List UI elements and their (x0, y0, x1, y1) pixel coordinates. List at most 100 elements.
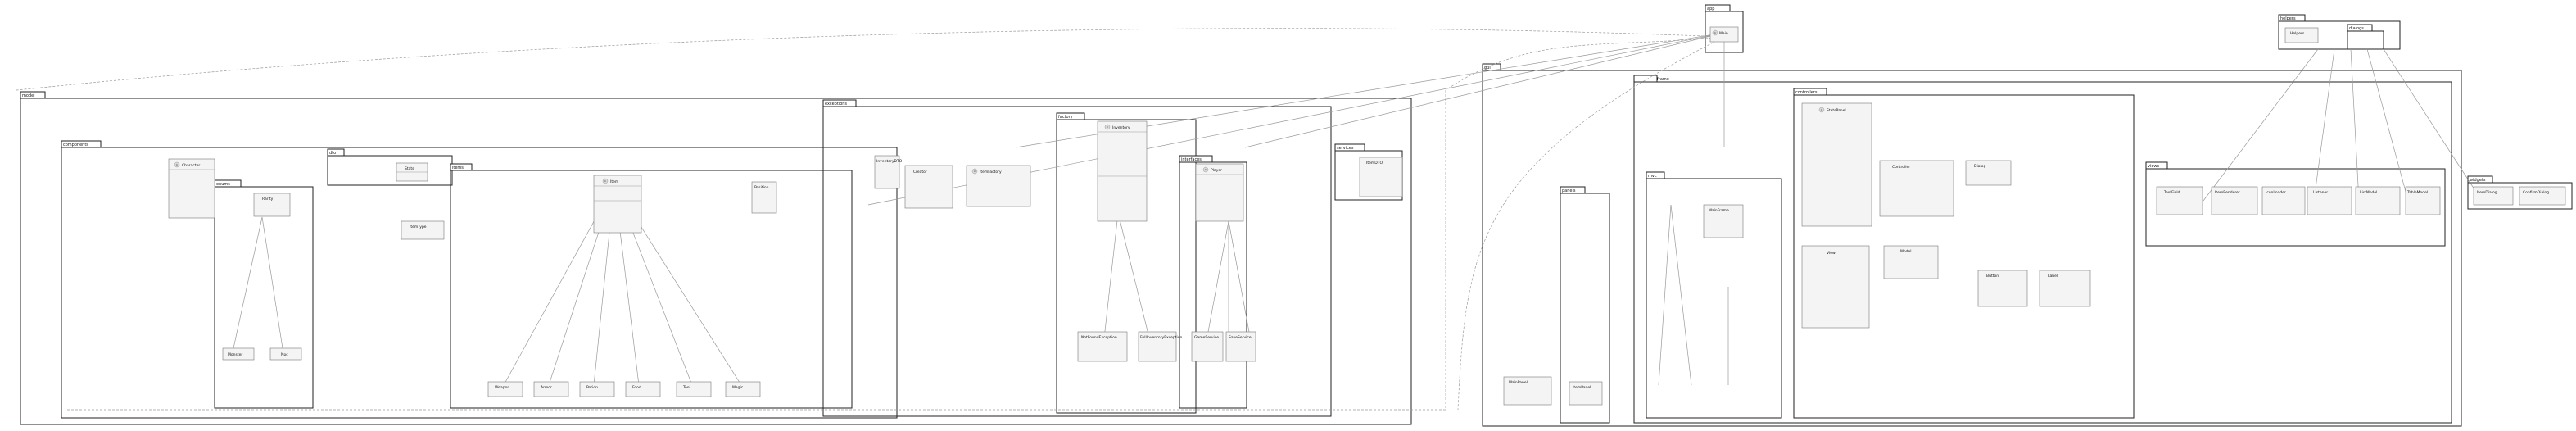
class-tablemodel[interactable]: TableModel (2405, 186, 2441, 216)
class-dialog[interactable]: Dialog (1965, 160, 2012, 186)
svg-text:gui: gui (1484, 66, 1491, 70)
class-helpers[interactable]: Helpers (2284, 27, 2319, 43)
class-itemtype[interactable]: ItemType (401, 220, 445, 240)
class-button[interactable]: Button (1977, 270, 2028, 307)
class-character[interactable]: C Character (168, 158, 215, 219)
package-panels: panels (1560, 186, 1610, 424)
class-main[interactable]: C Main (1709, 26, 1739, 43)
class-rarity[interactable]: Rarity (253, 193, 291, 217)
svg-text:ConfirmDialog: ConfirmDialog (2523, 190, 2549, 195)
class-fullinventoryexception[interactable]: FullInventoryException (1138, 331, 1182, 362)
svg-text:services: services (1337, 146, 1354, 151)
class-mainframe[interactable]: MainFrame (1703, 204, 1744, 238)
svg-text:Controller: Controller (1892, 165, 1910, 170)
svg-text:InventoryDTO: InventoryDTO (876, 159, 903, 164)
class-itemfactory[interactable]: C ItemFactory (966, 165, 1031, 207)
class-notfoundexception[interactable]: NotFoundException (1077, 331, 1128, 362)
svg-text:panels: panels (1562, 188, 1576, 193)
svg-text:Weapon: Weapon (495, 385, 509, 390)
svg-text:widgets: widgets (2470, 178, 2486, 183)
svg-text:Magic: Magic (732, 385, 744, 390)
class-mainpanel[interactable]: MainPanel (1503, 376, 1552, 406)
svg-text:ItemType: ItemType (410, 225, 427, 229)
class-itemrenderer[interactable]: ItemRenderer (2211, 186, 2258, 216)
svg-text:C: C (176, 163, 178, 166)
svg-text:controllers: controllers (1795, 90, 1818, 95)
class-position[interactable]: Position (751, 181, 777, 214)
class-npc[interactable]: Npc (269, 347, 302, 361)
class-itemdto[interactable]: ItemDTO (1359, 157, 1403, 197)
package-helpers: helpers (2278, 14, 2401, 50)
class-monster[interactable]: Monster (222, 347, 255, 361)
svg-text:FullInventoryException: FullInventoryException (1140, 335, 1182, 340)
class-itempanel[interactable]: ItemPanel (1569, 381, 1603, 406)
package-components: components (61, 140, 898, 419)
svg-text:C: C (1107, 125, 1108, 129)
package-mvc: mvc (1646, 171, 1782, 419)
class-item[interactable]: C Item (593, 175, 642, 234)
svg-text:app: app (1707, 7, 1714, 11)
class-label[interactable]: Label (2039, 270, 2091, 307)
class-food[interactable]: Food (625, 381, 661, 397)
class-tool[interactable]: Tool (676, 381, 712, 397)
svg-text:GameService: GameService (1194, 335, 1219, 340)
class-model[interactable]: Model (1883, 245, 1939, 279)
svg-text:ItemDTO: ItemDTO (1366, 161, 1383, 166)
class-listener[interactable]: Listener (2307, 186, 2352, 216)
class-weapon[interactable]: Weapon (487, 381, 523, 397)
svg-text:enums: enums (216, 182, 230, 187)
package-frame: frame (1633, 75, 2452, 424)
svg-text:C: C (1821, 108, 1822, 111)
svg-text:C: C (604, 179, 606, 183)
svg-text:components: components (63, 143, 88, 147)
class-confirmdialog[interactable]: ConfirmDialog (2519, 186, 2566, 206)
svg-text:Item: Item (610, 179, 618, 184)
package-dto: dto (327, 148, 453, 186)
class-inventorydto[interactable]: InventoryDTO (874, 155, 903, 189)
svg-text:MainPanel: MainPanel (1509, 380, 1528, 385)
class-magic[interactable]: Magic (725, 381, 761, 397)
class-view[interactable]: View (1801, 245, 1870, 329)
svg-text:StatsPanel: StatsPanel (1827, 108, 1846, 113)
class-controller[interactable]: Controller (1879, 160, 1954, 217)
class-textfield[interactable]: TextField (2156, 186, 2203, 216)
svg-text:Tool: Tool (682, 385, 690, 390)
svg-text:dialogs: dialogs (2349, 26, 2364, 31)
svg-text:IconLoader: IconLoader (2266, 190, 2286, 195)
class-creator[interactable]: Creator (904, 165, 953, 209)
svg-text:ItemFactory: ItemFactory (980, 170, 1002, 175)
package-items: items (450, 163, 853, 409)
class-stats[interactable]: Stats (396, 162, 428, 182)
class-listmodel[interactable]: ListModel (2355, 186, 2401, 216)
class-inventory[interactable]: C Inventory (1097, 120, 1148, 222)
package-factory: factory (1056, 112, 1197, 414)
svg-text:ListModel: ListModel (2360, 190, 2377, 195)
svg-text:frame: frame (1657, 77, 1669, 82)
svg-text:Food: Food (632, 385, 641, 390)
svg-text:Button: Button (1986, 274, 1999, 279)
svg-text:Helpers: Helpers (2290, 31, 2305, 36)
svg-text:Model: Model (1900, 249, 1912, 254)
svg-text:Player: Player (1211, 168, 1222, 173)
class-potion[interactable]: Potion (579, 381, 615, 397)
class-statspanel[interactable]: C StatsPanel (1801, 102, 1872, 227)
svg-text:interfaces: interfaces (1181, 157, 1202, 162)
class-armor[interactable]: Armor (533, 381, 569, 397)
svg-text:Armor: Armor (541, 385, 552, 390)
package-widgets: widgets (2467, 175, 2573, 210)
svg-text:View: View (1827, 251, 1836, 256)
svg-text:ItemDialog: ItemDialog (2477, 190, 2497, 195)
package-model: model (20, 91, 1412, 425)
svg-text:MainFrame: MainFrame (1709, 208, 1729, 213)
class-player[interactable]: C Player (1195, 163, 1244, 222)
svg-text:Label: Label (2048, 274, 2058, 279)
class-saveservice[interactable]: SaveService (1225, 331, 1256, 362)
svg-text:SaveService: SaveService (1229, 335, 1252, 340)
svg-text:Main: Main (1719, 31, 1728, 36)
svg-text:model: model (22, 93, 35, 98)
svg-text:exceptions: exceptions (825, 102, 847, 107)
class-iconloader[interactable]: IconLoader (2261, 186, 2306, 216)
class-gameservice[interactable]: GameService (1191, 331, 1224, 362)
svg-text:Inventory: Inventory (1112, 125, 1130, 130)
class-itemdialog[interactable]: ItemDialog (2473, 186, 2514, 206)
